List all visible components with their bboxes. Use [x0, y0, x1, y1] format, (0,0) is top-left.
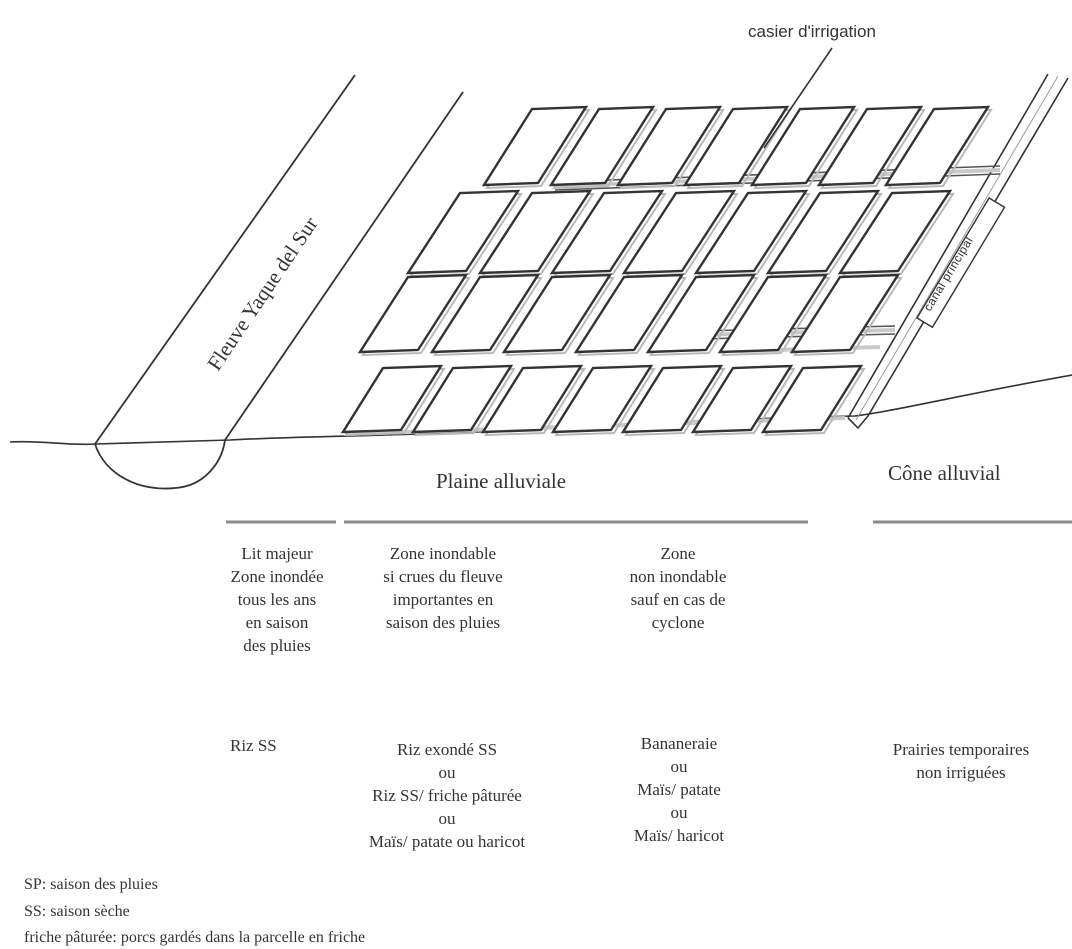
irrigation-parcel	[480, 364, 584, 434]
zone-description-lit-majeur: Lit majeur Zone inondée tous les ans en …	[230, 544, 324, 655]
irrigation-parcel	[717, 273, 829, 354]
irrigation-parcel	[620, 364, 724, 434]
legend-friche: friche pâturée: porcs gardés dans la par…	[24, 929, 366, 946]
legend-ss: SS: saison sèche	[24, 903, 130, 920]
irrigation-parcel	[548, 105, 656, 187]
irrigation-parcel	[357, 273, 469, 354]
irrigation-parcel	[477, 189, 593, 275]
irrigation-parcel	[789, 273, 901, 354]
irrigation-parcel	[481, 105, 589, 187]
canal-label-box	[916, 197, 1006, 329]
river-label: Fleuve Yaque del Sur	[202, 212, 322, 374]
river-right-bank	[224, 91, 464, 441]
irrigation-parcel	[549, 189, 665, 275]
irrigation-parcel	[410, 364, 514, 434]
zone-description-non-inondable: Zone non inondable sauf en cas de cyclon…	[629, 544, 727, 632]
riverbed-curve	[94, 439, 226, 490]
casier-label: casier d'irrigation	[748, 22, 876, 41]
irrigation-parcel	[573, 273, 685, 354]
irrigation-parcel	[690, 364, 794, 434]
crop-lit-majeur: Riz SS	[230, 736, 277, 755]
river-channel	[94, 74, 464, 490]
legend-sp: SP: saison des pluies	[24, 876, 158, 893]
irrigation-parcel	[621, 189, 737, 275]
irrigation-parcel	[501, 273, 613, 354]
irrigation-parcel	[645, 273, 757, 354]
irrigation-parcel	[837, 189, 953, 275]
irrigation-parcel	[765, 189, 881, 275]
irrigation-parcel	[883, 105, 991, 187]
casier-pointer-line	[763, 47, 833, 149]
zone-description-inondable: Zone inondable si crues du fleuve import…	[383, 544, 503, 632]
cone-alluvial-title: Cône alluvial	[888, 461, 1001, 485]
irrigation-parcel	[405, 189, 521, 275]
irrigation-parcel	[760, 364, 864, 434]
irrigation-parcel	[749, 105, 857, 187]
plaine-alluviale-title: Plaine alluviale	[436, 469, 567, 493]
irrigation-parcel	[550, 364, 654, 434]
irrigation-parcel	[693, 189, 809, 275]
crop-non-inondable: Bananeraie ou Maïs/ patate ou Maïs/ hari…	[633, 734, 725, 845]
irrigation-parcel	[340, 364, 444, 434]
river-left-bank	[94, 74, 356, 445]
main-canal	[847, 73, 1069, 430]
irrigation-parcels	[340, 105, 993, 437]
irrigation-parcel	[429, 273, 541, 354]
irrigation-parcel	[682, 105, 790, 187]
crop-cone-alluvial: Prairies temporaires non irriguées	[892, 740, 1030, 782]
crop-inondable: Riz exondé SS ou Riz SS/ friche pâturée …	[368, 740, 526, 851]
irrigation-parcel	[816, 105, 924, 187]
irrigation-parcel	[615, 105, 723, 187]
